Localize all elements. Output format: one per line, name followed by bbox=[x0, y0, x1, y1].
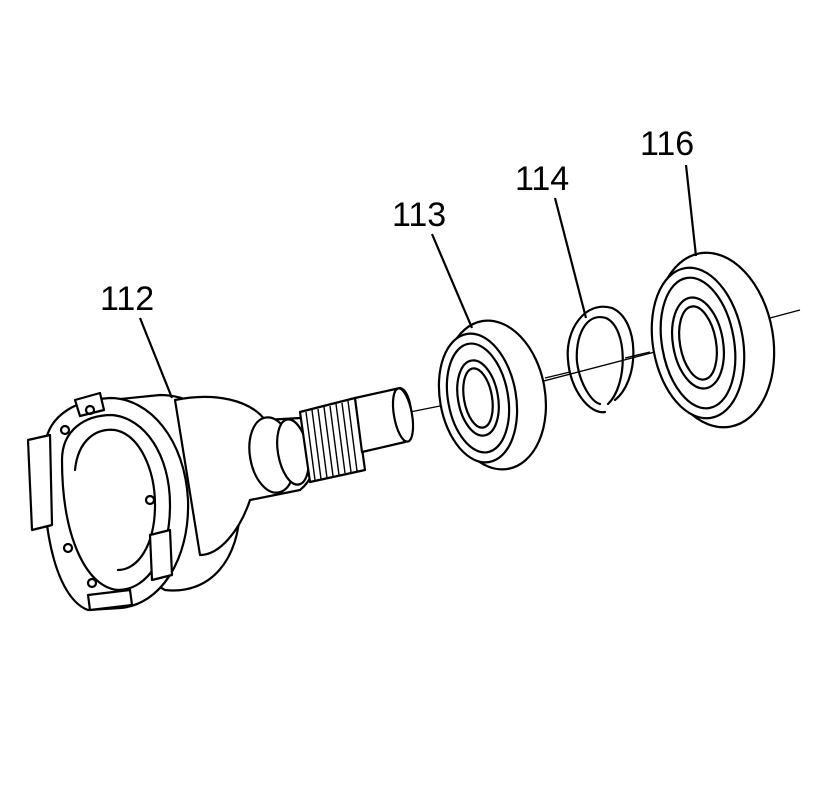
snap-ring-114 bbox=[566, 305, 635, 414]
spline-teeth bbox=[305, 400, 358, 481]
callout-113: 113 bbox=[392, 196, 447, 234]
bearing-113 bbox=[437, 319, 548, 471]
bearing-116 bbox=[650, 251, 776, 429]
callout-114: 114 bbox=[515, 160, 570, 198]
output-shaft-112 bbox=[26, 386, 415, 612]
leader-lines bbox=[138, 164, 698, 399]
callout-112: 112 bbox=[100, 280, 155, 318]
callout-116: 116 bbox=[640, 125, 695, 163]
